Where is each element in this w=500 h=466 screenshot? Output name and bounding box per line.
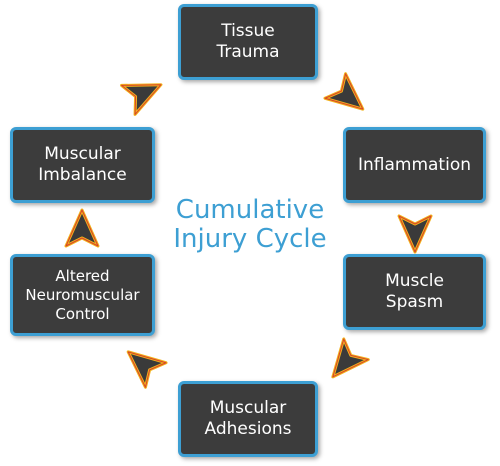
node-tissue-trauma-line-2: Trauma bbox=[216, 42, 280, 62]
node-muscular-adhesions-line-1: Muscular bbox=[209, 398, 287, 418]
arrow-altered-to-imbalance-icon bbox=[64, 208, 100, 248]
node-inflammation-line-1: Inflammation bbox=[357, 154, 471, 175]
node-tissue-trauma-line-1: Tissue bbox=[221, 21, 275, 41]
arrow-spasm-to-adhesions-icon bbox=[319, 337, 370, 389]
node-altered-neuromuscular-control-line-1: Altered bbox=[55, 266, 110, 285]
node-muscular-imbalance-line-2: Imbalance bbox=[38, 165, 127, 185]
node-muscular-imbalance: Muscular Imbalance bbox=[10, 127, 155, 203]
node-altered-neuromuscular-control: Altered Neuromuscular Control bbox=[10, 254, 155, 336]
arrow-trauma-to-inflammation-icon bbox=[323, 72, 375, 123]
arrow-imbalance-to-trauma-icon bbox=[120, 68, 170, 116]
node-altered-neuromuscular-control-line-2: Neuromuscular bbox=[25, 285, 140, 304]
node-tissue-trauma: Tissue Trauma bbox=[178, 4, 318, 80]
node-muscular-adhesions: Muscular Adhesions bbox=[178, 381, 318, 457]
diagram-title: Cumulative Injury Cycle bbox=[150, 196, 350, 254]
node-altered-neuromuscular-control-line-3: Control bbox=[55, 304, 110, 323]
node-muscular-adhesions-line-2: Adhesions bbox=[204, 419, 292, 439]
diagram-title-line-2: Injury Cycle bbox=[173, 224, 327, 254]
node-inflammation: Inflammation bbox=[343, 127, 486, 203]
node-muscular-imbalance-line-1: Muscular bbox=[44, 144, 121, 164]
arrow-adhesions-to-altered-icon bbox=[116, 338, 168, 389]
diagram-title-line-1: Cumulative bbox=[175, 195, 325, 225]
node-muscle-spasm: Muscle Spasm bbox=[343, 254, 486, 330]
arrow-inflammation-to-spasm-icon bbox=[397, 214, 433, 254]
node-muscle-spasm-line-2: Spasm bbox=[385, 292, 444, 312]
node-muscle-spasm-line-1: Muscle bbox=[385, 271, 444, 291]
